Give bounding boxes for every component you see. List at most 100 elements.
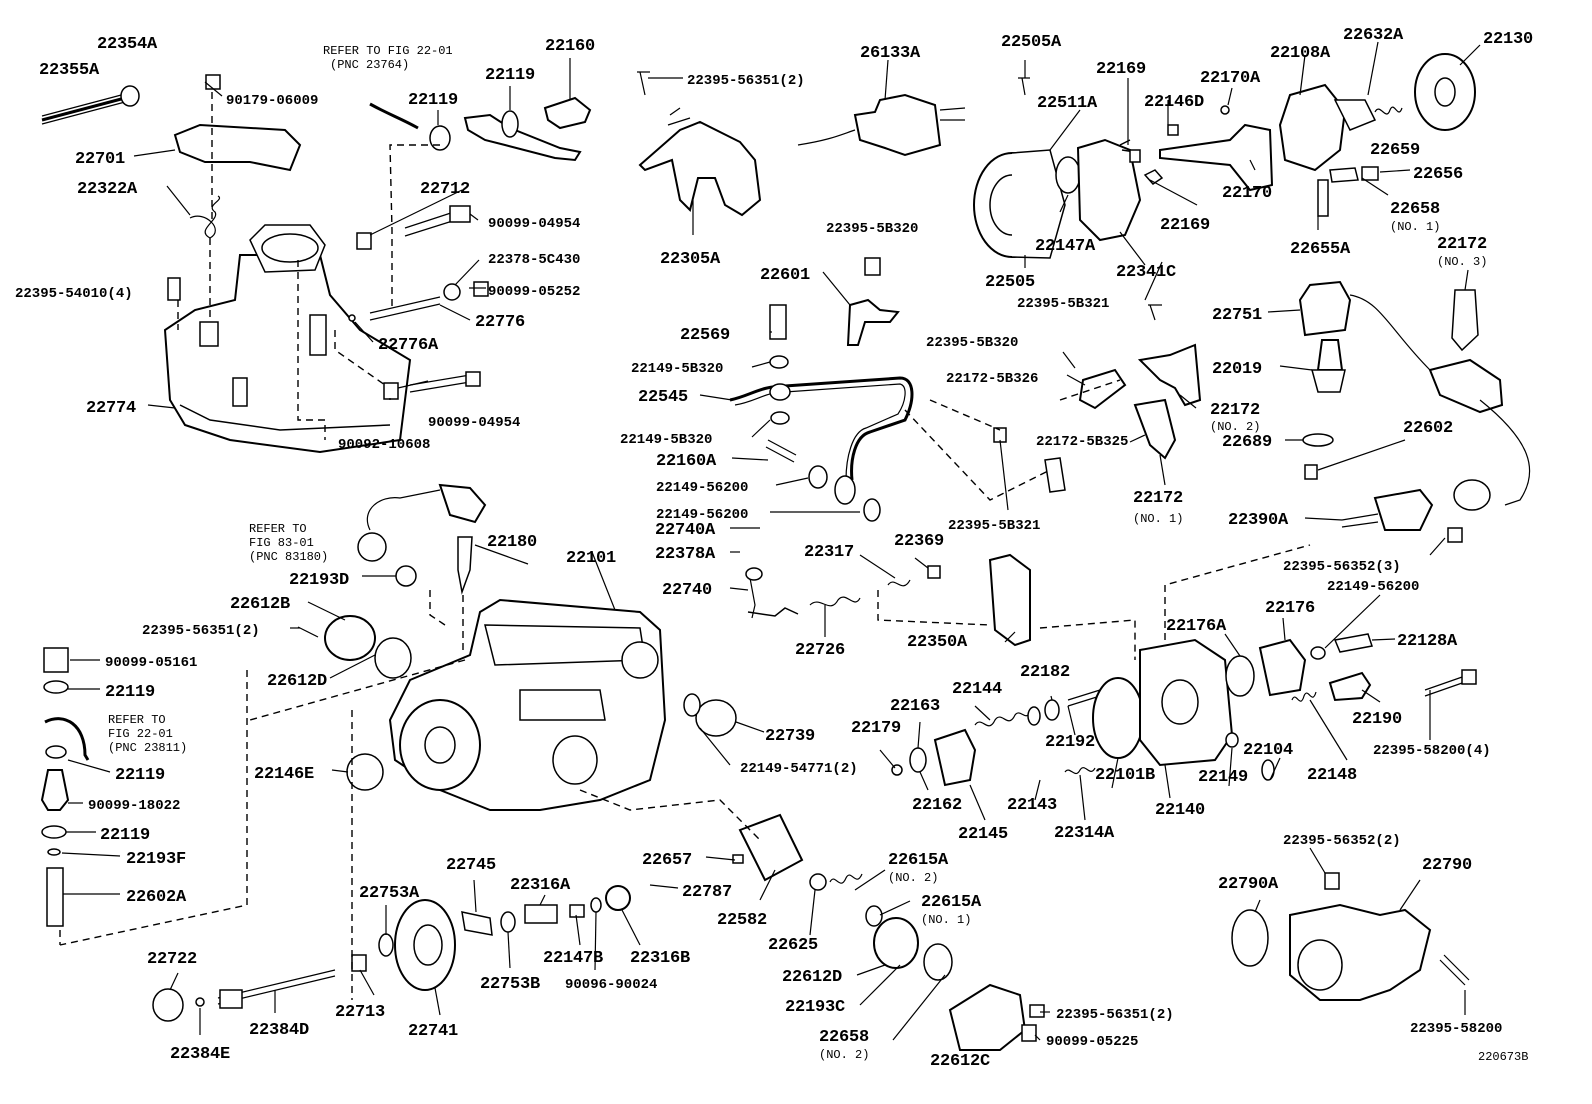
label-22119-e: 22119: [100, 826, 150, 845]
label-22632A: 22632A: [1343, 26, 1404, 45]
label-22739: 22739: [765, 727, 815, 746]
label-22147A: 22147A: [1035, 237, 1096, 256]
note-refer-83-01-line3: (PNC 83180): [249, 550, 328, 564]
label-22160A: 22160A: [656, 452, 717, 471]
label-22612D-b: 22612D: [782, 968, 842, 987]
label-90099-18022: 90099-18022: [88, 798, 180, 814]
label-90099-04954-a: 90099-04954: [488, 216, 580, 232]
label-22378-5C430: 22378-5C430: [488, 252, 580, 268]
label-22395-56351-c: 22395-56351(2): [1056, 1007, 1174, 1023]
label-22149: 22149: [1198, 768, 1248, 787]
label-90092-10608: 90092-10608: [338, 437, 430, 453]
label-22169-b: 22169: [1160, 216, 1210, 235]
lever-assembly-part: [637, 71, 762, 217]
label-22172-5B326: 22172-5B326: [946, 371, 1038, 387]
label-22182: 22182: [1020, 663, 1070, 682]
label-22511A: 22511A: [1037, 94, 1098, 113]
label-22395-5B320-a: 22395-5B320: [826, 221, 918, 237]
label-22659: 22659: [1370, 141, 1420, 160]
label-22169-a: 22169: [1096, 60, 1146, 79]
label-90099-05161: 90099-05161: [105, 655, 197, 671]
label-22658-no2: 22658: [819, 1028, 869, 1047]
fuel-pipe-part: [729, 257, 914, 522]
label-22149-56200-c: 22149-56200: [1327, 579, 1419, 595]
label-22776A: 22776A: [378, 336, 439, 355]
note-refer-22-01-b-line2: FIG 22-01: [108, 727, 173, 741]
label-22149-5B320-a: 22149-5B320: [631, 361, 723, 377]
label-22172-no3: 22172: [1437, 235, 1487, 254]
label-22147B: 22147B: [543, 949, 603, 968]
label-22193C: 22193C: [785, 998, 845, 1017]
note-22658-no1: (NO. 1): [1390, 220, 1440, 234]
pump-body-part: [346, 598, 737, 811]
label-22305A: 22305A: [660, 250, 721, 269]
label-22395-58200-b: 22395-58200: [1410, 1021, 1502, 1037]
label-22740: 22740: [662, 581, 712, 600]
label-22625: 22625: [768, 936, 818, 955]
leader-lines: [61, 41, 1481, 1041]
label-22162: 22162: [912, 796, 962, 815]
label-22192: 22192: [1045, 733, 1095, 752]
label-22612C: 22612C: [930, 1052, 990, 1071]
label-22149-56200-b: 22149-56200: [656, 507, 748, 523]
label-22190: 22190: [1352, 710, 1402, 729]
label-22128A: 22128A: [1397, 632, 1458, 651]
diagram-id: 220673B: [1478, 1050, 1528, 1064]
label-22712: 22712: [420, 180, 470, 199]
pump-internals-part: [745, 553, 1477, 787]
label-90099-05252: 90099-05252: [488, 284, 580, 300]
label-22395-56351-b: 22395-56351(2): [142, 623, 260, 639]
label-22612D-a: 22612D: [267, 672, 327, 691]
label-22505: 22505: [985, 273, 1035, 292]
solenoid-part: [797, 93, 966, 157]
label-22148: 22148: [1307, 766, 1357, 785]
label-90179-06009: 90179-06009: [226, 93, 318, 109]
label-22602: 22602: [1403, 419, 1453, 438]
label-22170A: 22170A: [1200, 69, 1261, 88]
label-22790A: 22790A: [1218, 875, 1279, 894]
label-22172-no1: 22172: [1133, 489, 1183, 508]
label-22101B: 22101B: [1095, 766, 1155, 785]
label-22172-no2: 22172: [1210, 401, 1260, 420]
label-22726: 22726: [795, 641, 845, 660]
label-26133A: 26133A: [860, 44, 921, 63]
label-22615A-no1: 22615A: [921, 893, 982, 912]
label-22582: 22582: [717, 911, 767, 930]
label-22713: 22713: [335, 1003, 385, 1022]
label-22395-5B320-b: 22395-5B320: [926, 335, 1018, 351]
label-22395-5B321-a: 22395-5B321: [1017, 296, 1109, 312]
label-22350A: 22350A: [907, 633, 968, 652]
label-22753B: 22753B: [480, 975, 540, 994]
note-refer-22-01-a-line1: REFER TO FIG 22-01: [323, 44, 453, 58]
label-22354A: 22354A: [97, 35, 158, 54]
label-22316B: 22316B: [630, 949, 690, 968]
label-22119-b: 22119: [485, 66, 535, 85]
label-22753A: 22753A: [359, 884, 420, 903]
label-22130: 22130: [1483, 30, 1533, 49]
label-22395-56352-a: 22395-56352(3): [1283, 559, 1401, 575]
label-22119-d: 22119: [115, 766, 165, 785]
note-22172-no2: (NO. 2): [1210, 420, 1260, 434]
label-22395-56352-b: 22395-56352(2): [1283, 833, 1401, 849]
part-labels: 22354A 22355A 90179-06009 22701 22322A 2…: [15, 26, 1533, 1071]
label-22143: 22143: [1007, 796, 1057, 815]
label-22689: 22689: [1222, 433, 1272, 452]
label-22145: 22145: [958, 825, 1008, 844]
label-22176A: 22176A: [1166, 617, 1227, 636]
note-refer-22-01-b-line1: REFER TO: [108, 713, 166, 727]
label-22395-58200-a: 22395-58200(4): [1373, 743, 1491, 759]
label-22656: 22656: [1413, 165, 1463, 184]
bottom-right-assembly-part: [1231, 872, 1470, 1001]
note-22615A-no2: (NO. 2): [888, 871, 938, 885]
label-22149-5B320-b: 22149-5B320: [620, 432, 712, 448]
governor-cover-part: [163, 224, 412, 454]
label-22170: 22170: [1222, 184, 1272, 203]
label-22602A: 22602A: [126, 888, 187, 907]
brackets-part: [993, 304, 1202, 493]
note-22615A-no1: (NO. 1): [921, 913, 971, 927]
note-refer-83-01-line2: FIG 83-01: [249, 536, 314, 550]
note-refer-22-01-b-line3: (PNC 23811): [108, 741, 187, 755]
label-22119-a: 22119: [408, 91, 458, 110]
label-22384E: 22384E: [170, 1045, 230, 1064]
